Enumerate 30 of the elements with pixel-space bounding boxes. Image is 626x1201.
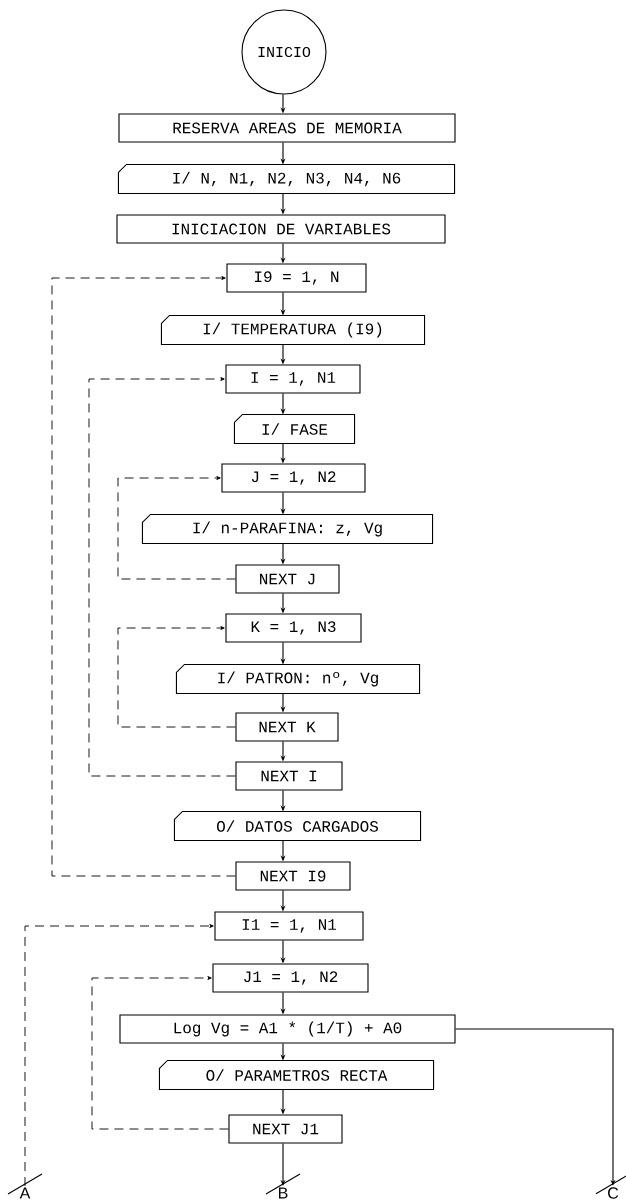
input-output-box: I/ N, N1, N2, N3, N4, N6	[117, 163, 456, 195]
input-output-box: I/ TEMPERATURA (I9)	[160, 314, 426, 346]
process-box: INICIACION DE VARIABLES	[116, 214, 446, 244]
dashed-loop-arrow	[51, 276, 236, 877]
dashed-loop-arrow	[88, 377, 236, 777]
process-box: NEXT I	[235, 761, 343, 791]
dashed-loop-arrow	[117, 626, 236, 728]
process-box: K = 1, N3	[225, 613, 362, 643]
process-box: I = 1, N1	[225, 364, 361, 394]
input-output-box: I/ n-PARAFINA: z, Vg	[141, 513, 434, 545]
dashed-loop-arrow	[24, 924, 214, 1187]
process-box: NEXT I9	[235, 861, 351, 891]
process-box: NEXT K	[235, 712, 339, 742]
input-output-box: O/ PARAMETROS RECTA	[158, 1059, 435, 1091]
process-box: Log Vg = A1 * (1/T) + A0	[119, 1014, 456, 1044]
process-box: J = 1, N2	[221, 463, 366, 493]
process-box: NEXT J	[235, 564, 340, 594]
off-page-connector: A	[7, 1173, 43, 1199]
dashed-loop-arrow	[91, 976, 229, 1130]
dashed-loop-arrow	[117, 476, 236, 580]
input-output-box: O/ DATOS CARGADOS	[173, 810, 422, 842]
input-output-box: I/ PATRON: nº, Vg	[175, 663, 421, 695]
process-box: J1 = 1, N2	[212, 963, 369, 993]
off-page-connector: C	[595, 1173, 626, 1199]
process-box: NEXT J1	[228, 1114, 343, 1144]
input-output-box: I/ FASE	[233, 413, 356, 445]
process-box: I1 = 1, N1	[214, 911, 364, 941]
process-box: I9 = 1, N	[226, 263, 367, 293]
process-box: RESERVA AREAS DE MEMORIA	[118, 113, 456, 143]
off-page-connector: B	[265, 1173, 301, 1199]
